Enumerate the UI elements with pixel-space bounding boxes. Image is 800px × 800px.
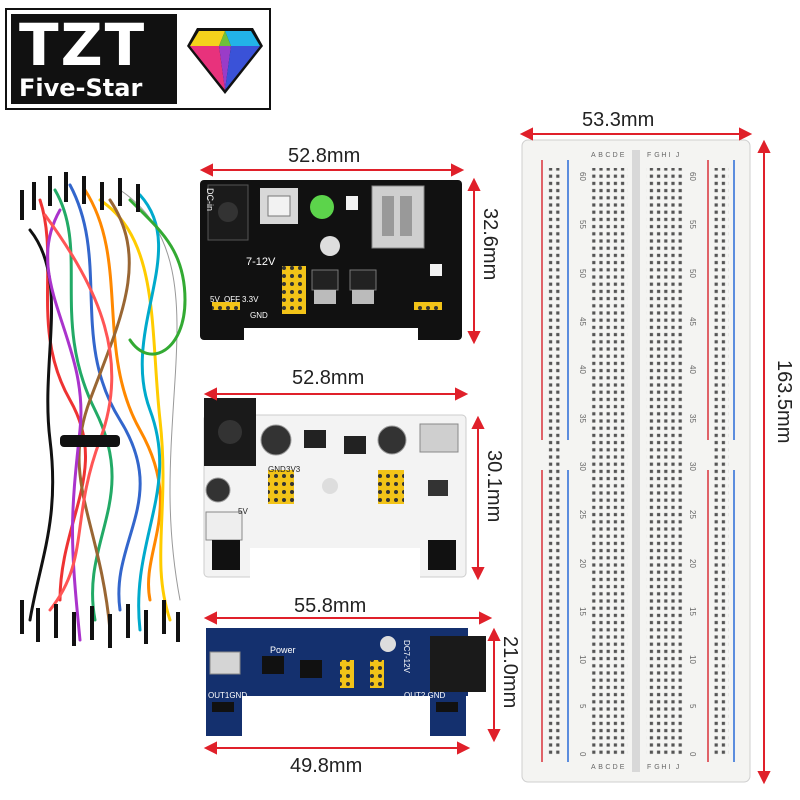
breadboard-column-letter: F <box>647 764 652 771</box>
breadboard-column-letter: D <box>612 152 618 159</box>
cable-tie <box>60 435 120 447</box>
breadboard-row-number: 55 <box>688 220 697 230</box>
breadboard-row-number: 60 <box>688 172 697 181</box>
breadboard-row-number: 0 <box>578 752 587 757</box>
breadboard-width-label: 53.3mm <box>582 109 655 131</box>
module2-5v-label: 5V <box>238 507 248 516</box>
module1-dcin-label: DC-in <box>205 188 215 212</box>
breadboard <box>521 139 751 783</box>
logo-badge: TZT Five-Star <box>11 14 177 104</box>
breadboard-column-letter: H <box>661 764 667 771</box>
breadboard-row-number: 20 <box>578 558 587 568</box>
breadboard-column-letter: E <box>619 764 625 771</box>
breadboard-column-letter: C <box>605 152 611 159</box>
breadboard-column-letter: I <box>668 152 671 159</box>
jumper-tips <box>20 172 180 648</box>
breadboard-column-letter: A <box>591 764 596 771</box>
module2-height-label: 30.1mm <box>483 450 505 523</box>
dimension-arrows <box>199 127 771 785</box>
breadboard-row-number: 50 <box>688 268 697 278</box>
module1-gnd-label: GND <box>250 311 268 320</box>
breadboard-row-number: 20 <box>688 558 697 568</box>
power-module-blue <box>206 628 486 736</box>
breadboard-row-number: 0 <box>688 752 697 757</box>
breadboard-row-number: 10 <box>688 655 697 665</box>
power-module-white <box>203 398 467 578</box>
breadboard-height-label: 163.5mm <box>773 360 795 444</box>
breadboard-row-number: 60 <box>578 172 587 181</box>
brand-logo: TZT Five-Star <box>5 8 271 110</box>
logo-sub-text: Five-Star <box>19 74 143 102</box>
breadboard-row-number: 25 <box>688 510 697 520</box>
module2-width-label: 52.8mm <box>292 367 365 389</box>
module1-width-label: 52.8mm <box>288 145 361 167</box>
module3-height-label: 21.0mm <box>499 636 521 709</box>
breadboard-column-letter: B <box>598 152 603 159</box>
diamond-icon <box>187 28 263 94</box>
breadboard-row-number: 55 <box>578 220 587 230</box>
module3-bottom-width-label: 49.8mm <box>290 755 363 777</box>
logo-main-text: TZT <box>19 11 147 79</box>
module1-voltage-label: 7-12V <box>246 256 276 268</box>
breadboard-row-number: 5 <box>578 703 587 709</box>
breadboard-row-number: 5 <box>688 703 697 709</box>
breadboard-column-letter: J <box>675 152 680 159</box>
module2-3v3-label: 3V3 <box>286 465 301 474</box>
module1-33v-label: 3.3V <box>242 295 259 304</box>
breadboard-row-number: 45 <box>578 317 587 326</box>
breadboard-column-letter: E <box>619 152 625 159</box>
module3-dc-label: DC7-12V <box>402 640 411 673</box>
breadboard-row-number: 25 <box>578 510 587 520</box>
module1-5v-label: 5V <box>210 295 220 304</box>
breadboard-row-number: 30 <box>688 462 697 471</box>
breadboard-row-number: 50 <box>578 268 587 278</box>
module2-gnd-label: GND <box>268 465 286 474</box>
breadboard-row-number: 35 <box>688 413 697 423</box>
module3-top-width-label: 55.8mm <box>294 595 367 617</box>
module1-height-label: 32.6mm <box>479 208 501 281</box>
breadboard-row-number: 40 <box>578 365 587 375</box>
module3-out1-label: OUT1GND <box>208 691 248 700</box>
breadboard-column-letter: D <box>612 764 618 771</box>
jumper-wires <box>28 183 187 642</box>
breadboard-column-letter: B <box>598 764 603 771</box>
power-module-black <box>200 180 462 342</box>
breadboard-column-letter: G <box>654 152 660 159</box>
module3-power-label: Power <box>270 645 296 655</box>
breadboard-row-number: 15 <box>688 607 697 616</box>
breadboard-row-number: 35 <box>578 413 587 423</box>
breadboard-row-number: 45 <box>688 317 697 326</box>
breadboard-column-letter: C <box>605 764 611 771</box>
breadboard-column-letter: G <box>654 764 660 771</box>
breadboard-column-letter: I <box>668 764 671 771</box>
breadboard-row-number: 40 <box>688 365 697 375</box>
module3-out2-label: OUT2 GND <box>404 691 446 700</box>
breadboard-column-letter: A <box>591 152 596 159</box>
breadboard-column-letter: F <box>647 152 652 159</box>
breadboard-row-number: 30 <box>578 462 587 471</box>
breadboard-row-number: 10 <box>578 655 587 665</box>
breadboard-column-letter: H <box>661 152 667 159</box>
module1-off-label: OFF <box>224 295 240 304</box>
breadboard-column-letter: J <box>675 764 680 771</box>
breadboard-row-number: 15 <box>578 607 587 616</box>
